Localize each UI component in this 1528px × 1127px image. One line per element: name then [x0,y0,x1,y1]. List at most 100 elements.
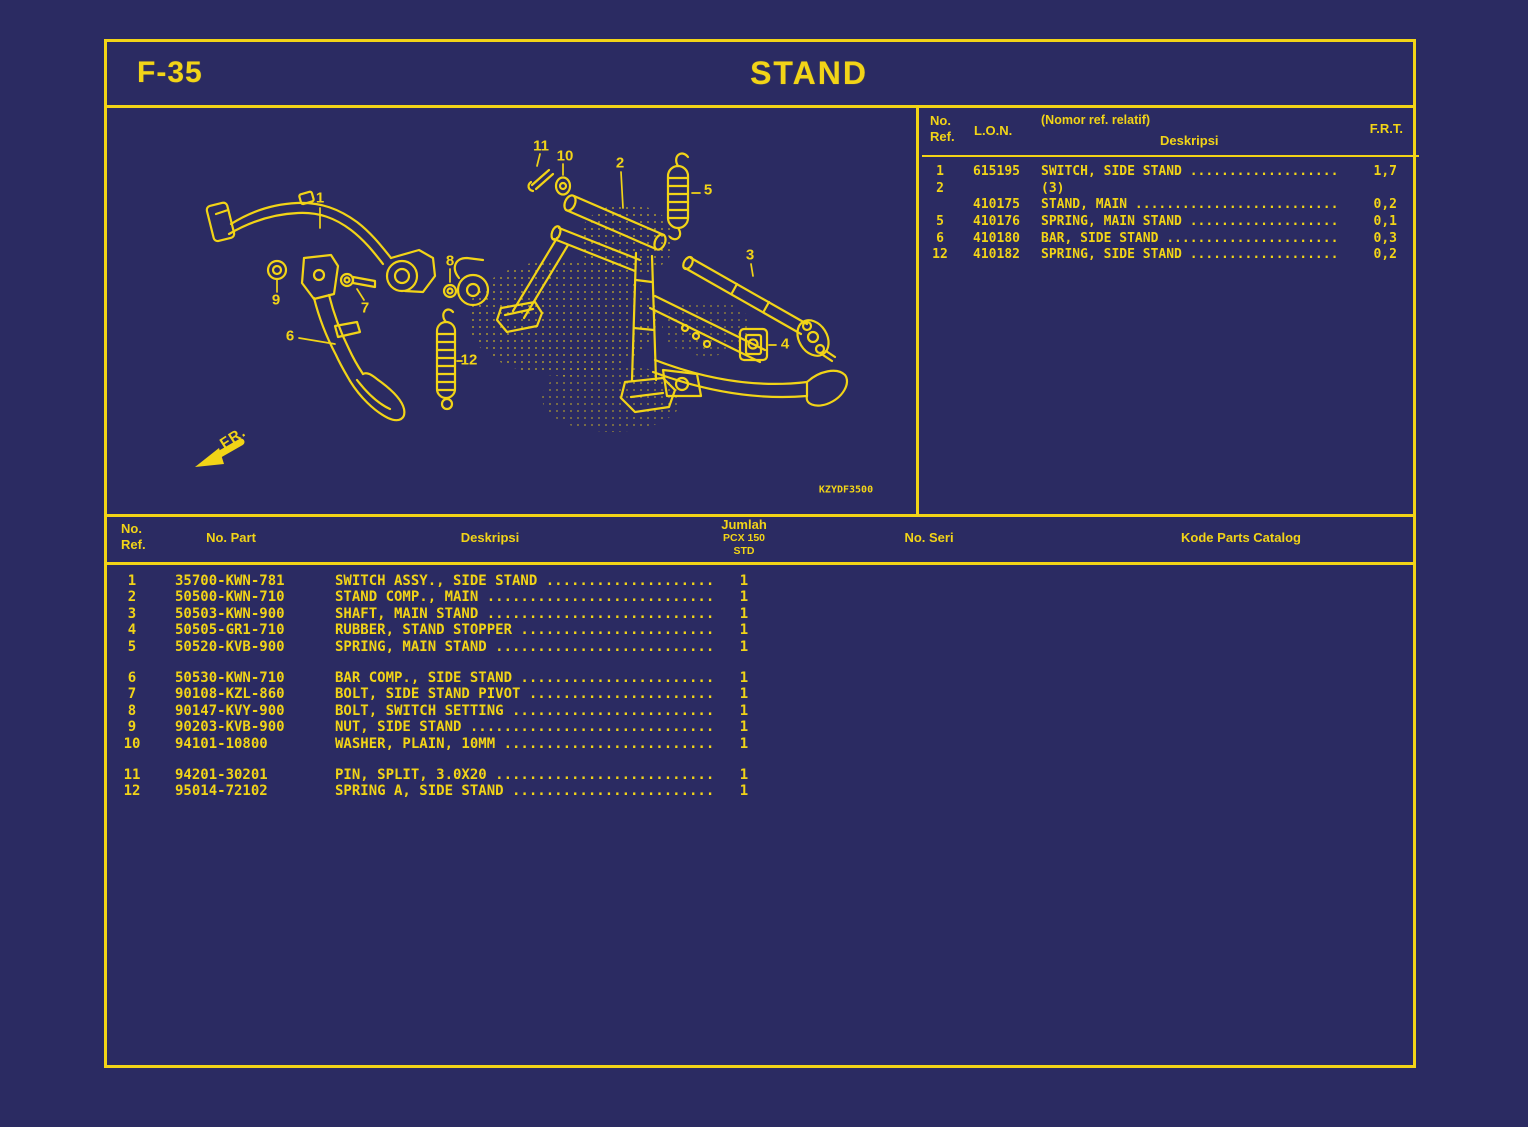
parts-table-row: 6 50530-KWN-710 BAR COMP., SIDE STAND ..… [107,670,1413,686]
parts-cell-part: 90108-KZL-860 [175,686,285,703]
side-stand-drawing [300,253,406,422]
lon-table-row: 410175 STAND, MAIN .....................… [922,197,1419,214]
lon-cell-frt: 0,1 [1373,214,1397,230]
lon-table-row: 6 410180 BAR, SIDE STAND ...............… [922,231,1419,248]
lon-cell-ref: 2 [936,180,944,196]
parts-cell-desc: STAND COMP., MAIN ......................… [335,589,715,606]
split-pin-drawing [527,168,555,193]
lon-header-frt: F.R.T. [1369,121,1403,136]
parts-cell-desc: SPRING A, SIDE STAND ...................… [335,783,715,800]
parts-cell-qty: 1 [739,638,749,655]
shaft-drawing [682,255,837,363]
title-bar: F-35 STAND [107,42,1413,108]
parts-cell-part: 50520-KVB-900 [175,638,285,655]
lon-table-row: 2 (3) [922,181,1419,198]
parts-cell-ref: 7 [127,686,137,703]
parts-cell-qty: 1 [739,686,749,703]
page-title: STAND [750,55,868,91]
lon-reference-table: No. Ref. L.O.N. (Nomor ref. relatif) Des… [922,108,1419,514]
pivot-bolt-drawing [339,272,377,289]
parts-table-row: 3 50503-KWN-900 SHAFT, MAIN STAND ......… [107,606,1413,622]
lon-cell-lon: 410176 [973,214,1020,230]
switch-cable-drawing [205,190,490,307]
parts-table-body: 1 35700-KWN-781 SWITCH ASSY., SIDE STAND… [107,565,1413,1065]
parts-header-jumlah: Jumlah [721,517,767,532]
parts-cell-ref: 12 [123,783,141,800]
parts-cell-desc: WASHER, PLAIN, 10MM ....................… [335,735,715,752]
parts-cell-part: 50530-KWN-710 [175,669,285,686]
parts-table-row: 8 90147-KVY-900 BOLT, SWITCH SETTING ...… [107,703,1413,719]
parts-cell-part: 90203-KVB-900 [175,719,285,736]
lon-cell-desc: SWITCH, SIDE STAND ................... [1041,164,1339,179]
lon-header-note: (Nomor ref. relatif) [1041,113,1151,127]
main-spring-drawing [666,152,690,241]
lon-table-row: 1 615195 SWITCH, SIDE STAND ............… [922,164,1419,181]
parts-cell-part: 94101-10800 [175,735,268,752]
stipple-shading [467,204,752,432]
nut-drawing [266,259,288,281]
parts-header-deskripsi: Deskripsi [460,530,520,545]
parts-table-row: 12 95014-72102 SPRING A, SIDE STAND ....… [107,783,1413,799]
parts-table-header: No. Ref. No. Part Deskripsi Jumlah PCX 1… [107,514,1413,565]
parts-table-row: 5 50520-KVB-900 SPRING, MAIN STAND .....… [107,639,1413,655]
callout-9: 9 [271,291,281,309]
lon-header-ref: Ref. [930,129,955,144]
parts-cell-ref: 8 [127,702,137,719]
lon-cell-frt: 0,2 [1373,197,1397,213]
parts-cell-qty: 1 [739,719,749,736]
lon-cell-desc: STAND, MAIN .......................... [1041,197,1339,213]
switch-bolt-drawing [442,283,458,299]
parts-cell-qty: 1 [739,622,749,639]
lon-cell-lon: 615195 [973,164,1020,179]
page-code: F-35 [137,56,203,89]
callout-2: 2 [615,154,625,172]
callout-4: 4 [780,335,790,353]
parts-table-row: 7 90108-KZL-860 BOLT, SIDE STAND PIVOT .… [107,686,1413,702]
lon-cell-desc: SPRING, MAIN STAND ................... [1041,214,1339,230]
parts-cell-ref: 2 [127,589,137,606]
lon-cell-desc: BAR, SIDE STAND ...................... [1041,230,1339,246]
parts-cell-desc: PIN, SPLIT, 3.0X20 .....................… [335,766,715,783]
lon-table-rows: 1 615195 SWITCH, SIDE STAND ............… [922,164,1419,264]
parts-header-ref: Ref. [121,537,146,552]
lon-cell-frt: 0,2 [1373,247,1397,263]
parts-cell-desc: RUBBER, STAND STOPPER ..................… [335,622,715,639]
parts-cell-qty: 1 [739,605,749,622]
side-spring-drawing [435,308,457,411]
lon-table-header: No. Ref. L.O.N. (Nomor ref. relatif) Des… [922,108,1419,157]
lon-cell-lon: 410175 [973,197,1020,213]
callout-11: 11 [533,137,549,155]
lon-header-lon: L.O.N. [974,123,1013,138]
parts-cell-ref: 4 [127,622,137,639]
callout-6: 6 [285,327,295,345]
parts-diagram-drawing [195,152,849,467]
parts-header-std: STD [733,545,755,557]
parts-header-no: No. [121,521,142,536]
parts-cell-ref: 1 [127,573,137,589]
fr-arrow-icon [195,438,245,467]
parts-cell-desc: BAR COMP., SIDE STAND ..................… [335,669,715,686]
parts-cell-part: 50503-KWN-900 [175,605,285,622]
lon-cell-lon: 410182 [973,247,1020,263]
parts-header-catalog: Kode Parts Catalog [1181,530,1301,545]
washer-drawing [554,176,572,196]
callout-7: 7 [360,299,370,317]
lon-cell-ref: 5 [936,214,944,230]
callout-8: 8 [445,252,455,270]
parts-cell-ref: 10 [123,735,141,752]
parts-cell-qty: 1 [739,766,749,783]
callout-5: 5 [703,181,713,199]
diagram-code: KZYDF3500 [818,484,874,496]
parts-cell-part: 50500-KWN-710 [175,589,285,606]
lon-cell-ref: 12 [932,247,948,263]
parts-header-model: PCX 150 [722,532,766,544]
parts-cell-ref: 3 [127,605,137,622]
parts-cell-part: 50505-GR1-710 [175,622,285,639]
parts-header-part: No. Part [206,530,256,545]
parts-cell-ref: 5 [127,638,137,655]
lon-cell-frt: 1,7 [1373,164,1397,179]
parts-cell-qty: 1 [739,669,749,686]
parts-cell-ref: 9 [127,719,137,736]
lon-cell-ref: 1 [936,164,944,179]
lon-cell-ref: 6 [936,230,944,246]
